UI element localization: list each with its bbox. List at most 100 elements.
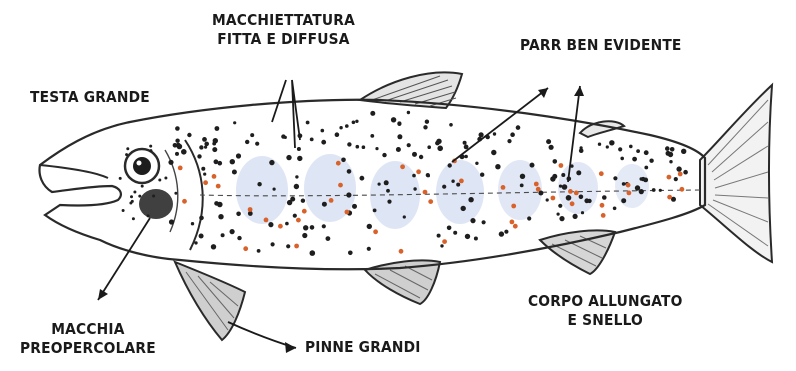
black-spot bbox=[211, 244, 216, 249]
black-spot bbox=[335, 132, 340, 137]
black-spot bbox=[175, 126, 180, 131]
black-spot bbox=[558, 204, 562, 208]
black-spot bbox=[576, 170, 581, 175]
black-spot bbox=[339, 126, 342, 129]
black-spot bbox=[419, 155, 423, 159]
black-spot bbox=[649, 159, 653, 163]
black-spot bbox=[181, 149, 187, 155]
black-spot bbox=[681, 149, 686, 154]
black-spot bbox=[520, 174, 525, 179]
black-spot bbox=[213, 138, 218, 143]
black-spot bbox=[356, 145, 360, 149]
preopercular-spot bbox=[139, 189, 173, 219]
black-spot bbox=[573, 214, 578, 219]
black-spot bbox=[453, 231, 457, 235]
red-spot bbox=[626, 183, 631, 188]
pectoral-fin bbox=[175, 262, 245, 340]
black-spot bbox=[620, 157, 624, 161]
black-spot bbox=[516, 125, 521, 130]
black-spot bbox=[301, 199, 305, 203]
anal-fin bbox=[540, 230, 615, 274]
black-spot bbox=[491, 150, 496, 155]
black-spot bbox=[347, 142, 351, 146]
red-spot bbox=[294, 244, 299, 249]
black-spot bbox=[129, 202, 132, 205]
black-spot bbox=[355, 120, 358, 123]
black-spot bbox=[510, 132, 515, 137]
black-spot bbox=[423, 125, 427, 129]
red-spot bbox=[574, 191, 579, 196]
black-spot bbox=[370, 111, 375, 116]
black-spot bbox=[297, 147, 301, 151]
black-spot bbox=[326, 236, 331, 241]
black-spot bbox=[348, 251, 353, 256]
black-spot bbox=[285, 222, 289, 226]
black-spot bbox=[479, 132, 484, 137]
black-spot bbox=[546, 198, 549, 201]
black-spot bbox=[463, 141, 467, 145]
black-spot bbox=[622, 182, 626, 186]
black-spot bbox=[387, 200, 391, 204]
black-spot bbox=[175, 152, 179, 156]
red-spot bbox=[338, 183, 343, 188]
black-spot bbox=[474, 237, 478, 241]
red-spot bbox=[296, 218, 301, 223]
black-spot bbox=[310, 250, 316, 256]
black-spot bbox=[321, 140, 326, 145]
black-spot bbox=[202, 137, 207, 142]
red-spot bbox=[627, 191, 632, 196]
black-spot bbox=[499, 231, 504, 236]
red-spot bbox=[416, 169, 421, 174]
black-spot bbox=[456, 183, 460, 187]
black-spot bbox=[425, 120, 429, 124]
black-spot bbox=[302, 233, 307, 238]
red-spot bbox=[599, 171, 604, 176]
black-spot bbox=[132, 217, 135, 220]
black-spot bbox=[468, 197, 473, 202]
black-spot bbox=[245, 140, 249, 144]
black-spot bbox=[168, 160, 173, 165]
black-spot bbox=[465, 234, 470, 239]
black-spot bbox=[553, 159, 558, 164]
black-spot bbox=[561, 173, 565, 177]
black-spot bbox=[427, 145, 431, 149]
black-spot bbox=[199, 216, 204, 221]
red-spot bbox=[501, 185, 506, 190]
red-spot bbox=[459, 179, 464, 184]
black-spot bbox=[257, 182, 261, 186]
red-spot bbox=[511, 204, 516, 209]
black-spot bbox=[557, 213, 560, 216]
black-spot bbox=[255, 142, 259, 146]
black-spot bbox=[613, 207, 617, 211]
black-spot bbox=[587, 199, 591, 203]
red-spot bbox=[510, 220, 515, 225]
black-spot bbox=[559, 185, 562, 188]
black-spot bbox=[546, 139, 551, 144]
black-spot bbox=[676, 166, 681, 171]
red-spot bbox=[428, 199, 433, 204]
red-spot bbox=[302, 209, 307, 214]
red-spot bbox=[667, 175, 672, 180]
black-spot bbox=[201, 167, 205, 171]
red-spot bbox=[400, 164, 405, 169]
black-spot bbox=[373, 209, 377, 213]
black-spot bbox=[218, 214, 223, 219]
red-spot bbox=[399, 249, 404, 254]
black-spot bbox=[322, 224, 326, 228]
black-spot bbox=[384, 180, 389, 185]
black-spot bbox=[286, 155, 291, 160]
black-spot bbox=[126, 147, 129, 150]
black-spot bbox=[352, 121, 356, 125]
black-spot bbox=[294, 184, 299, 189]
black-spot bbox=[493, 132, 496, 135]
black-spot bbox=[602, 195, 607, 200]
black-spot bbox=[149, 149, 152, 152]
black-spot bbox=[412, 174, 416, 178]
black-spot bbox=[287, 200, 292, 205]
red-spot bbox=[570, 201, 575, 206]
black-spot bbox=[370, 134, 374, 138]
red-spot bbox=[243, 246, 248, 251]
label-macchia-line2: PREOPERCOLARE bbox=[20, 339, 156, 358]
black-spot bbox=[480, 173, 484, 177]
black-spot bbox=[674, 177, 678, 181]
